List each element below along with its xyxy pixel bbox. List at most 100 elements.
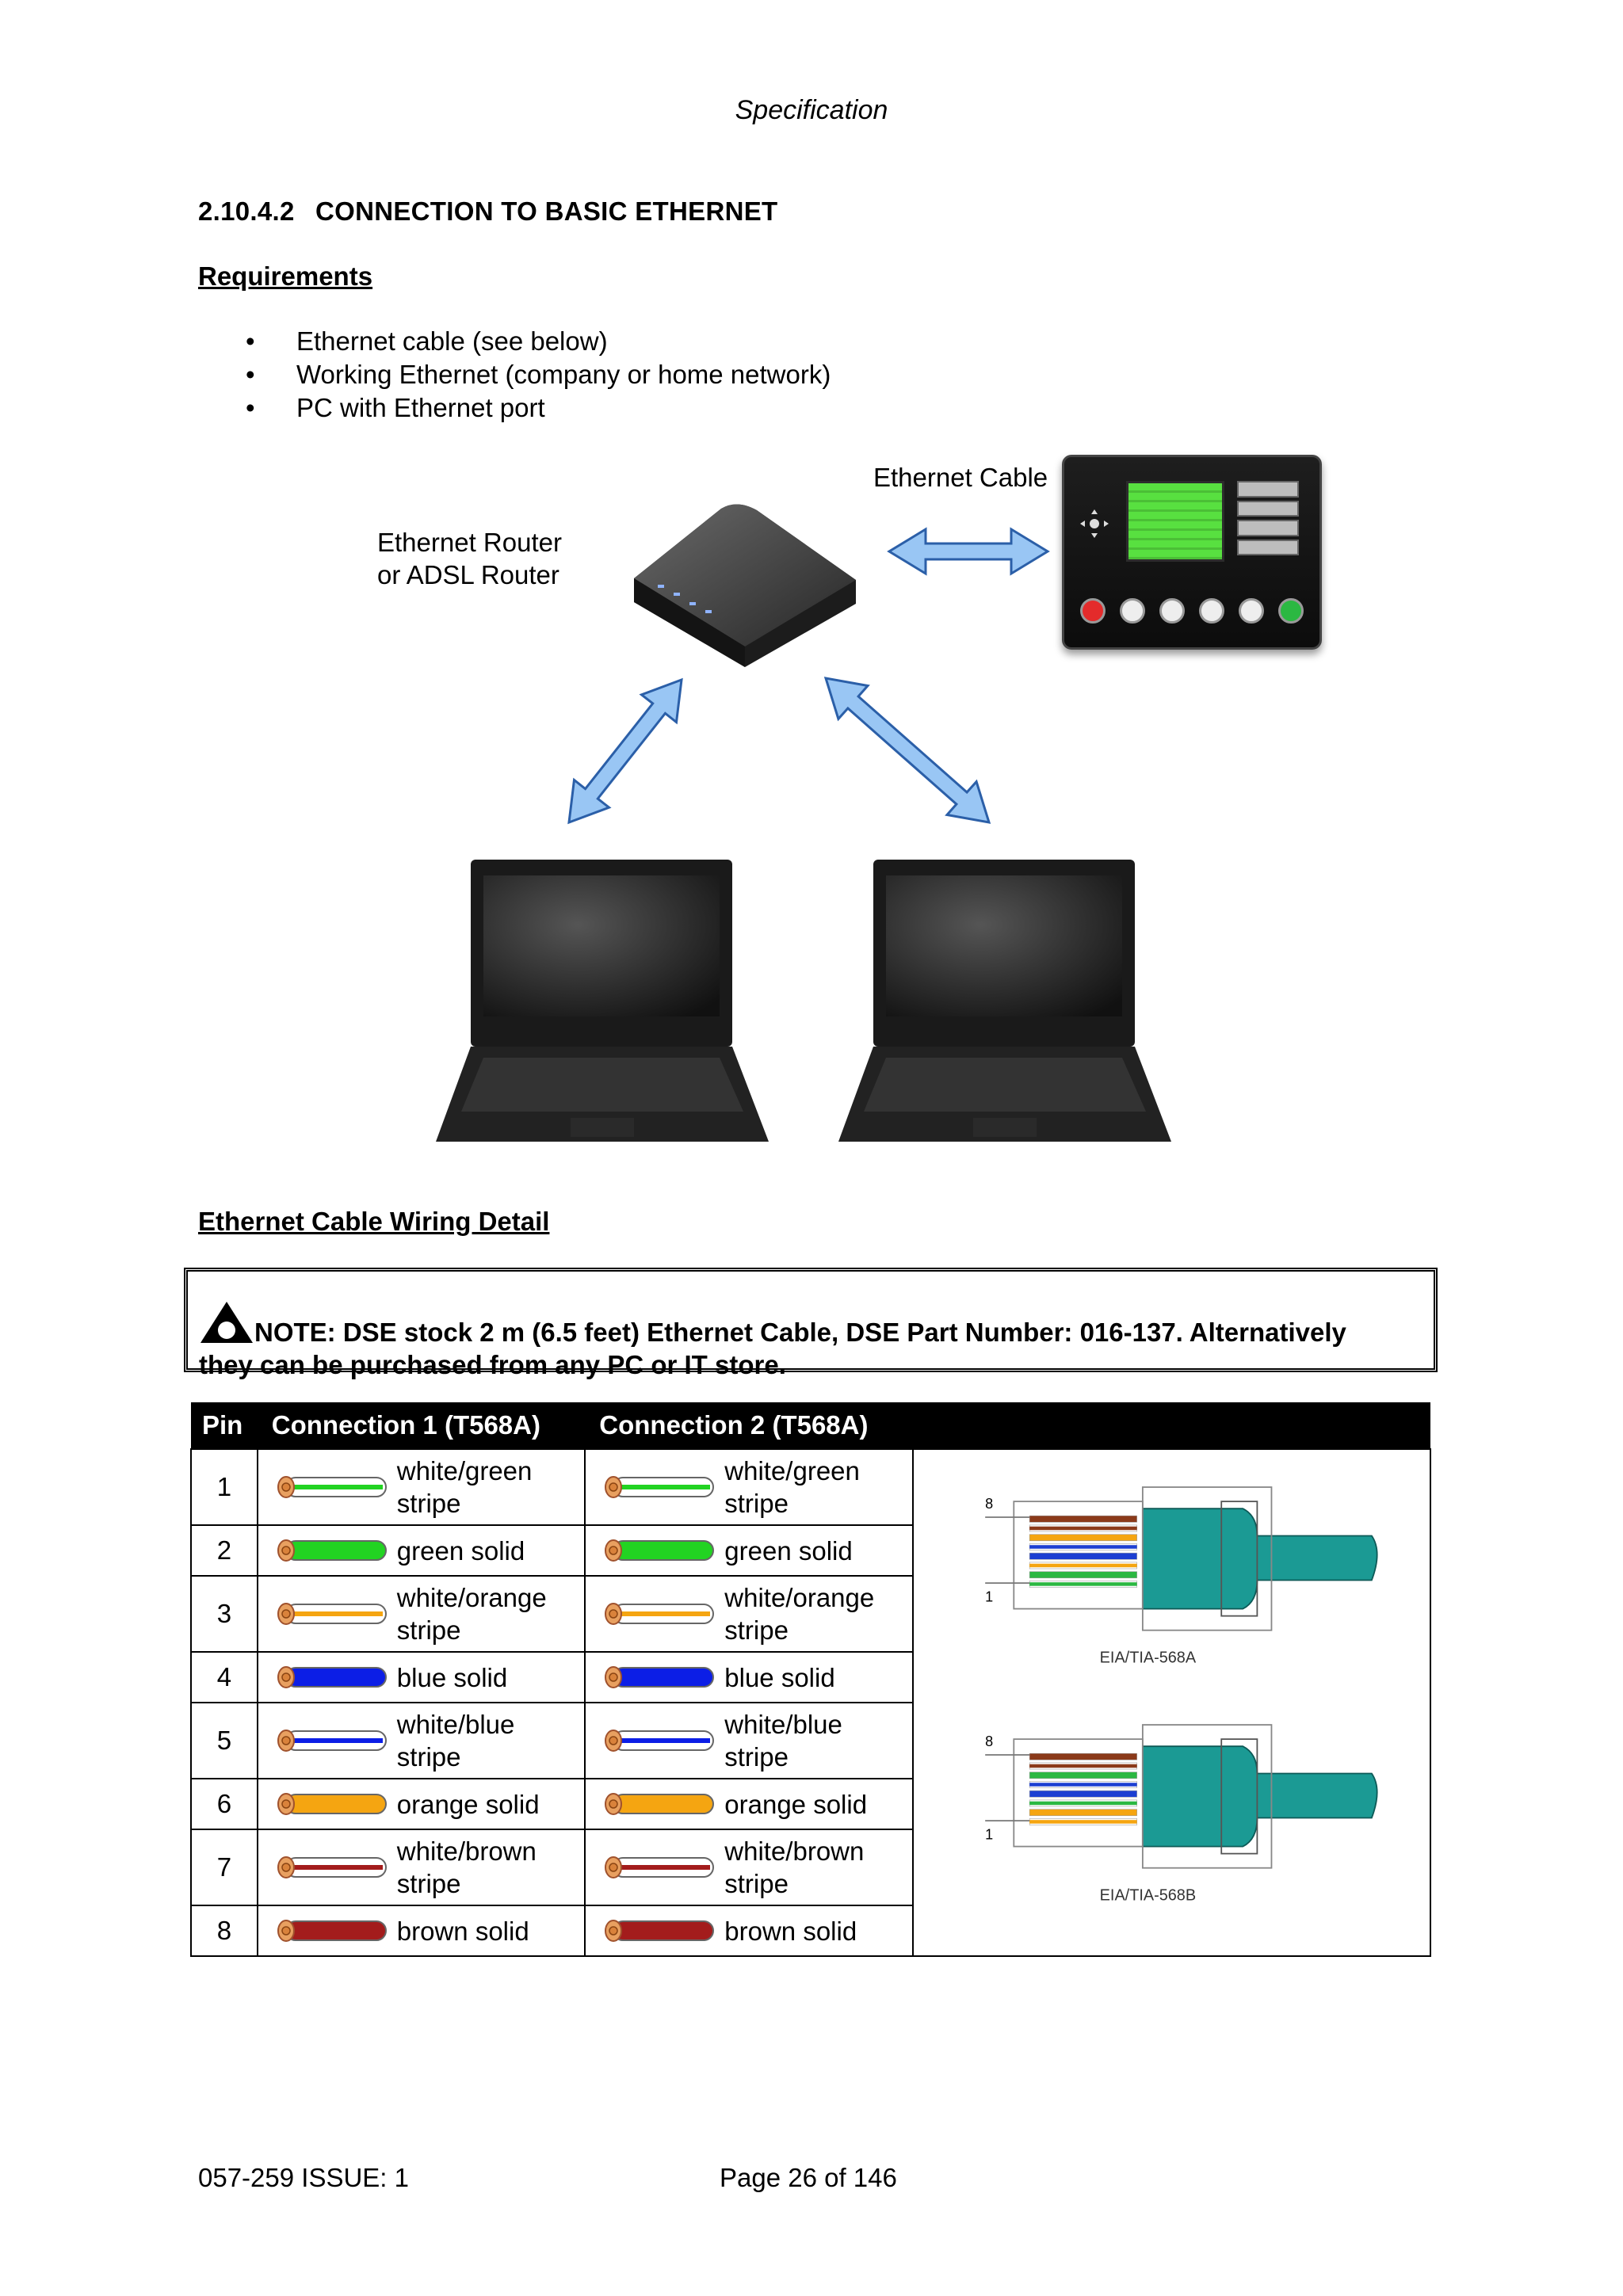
cable-color-icon	[277, 1856, 387, 1878]
list-item: Ethernet cable (see below)	[246, 325, 831, 358]
header-connection-2: Connection 2 (T568A)	[585, 1402, 913, 1449]
pin-number: 1	[190, 1448, 258, 1526]
requirements-heading: Requirements	[198, 261, 373, 291]
pin-number: 6	[190, 1778, 258, 1830]
cable-color-icon	[605, 1920, 715, 1942]
cable-color-icon	[277, 1793, 387, 1815]
pin-number: 5	[190, 1702, 258, 1779]
cable-color-icon	[605, 1666, 715, 1688]
laptop-1-image	[436, 860, 769, 1142]
diagram-caption: EIA/TIA-568B	[1100, 1886, 1196, 1904]
header-image	[912, 1402, 1430, 1449]
pin-low-label: 1	[986, 1827, 994, 1843]
router-label-line2: or ADSL Router	[377, 560, 559, 589]
wire-color-label: orange solid	[724, 1789, 868, 1819]
page-header: Specification	[735, 95, 888, 125]
pin-number: 3	[190, 1575, 258, 1653]
header-pin: Pin	[191, 1402, 258, 1449]
cable-color-icon	[605, 1856, 715, 1878]
arrow-router-laptop-2	[823, 677, 991, 824]
wire-color-label: green solid	[724, 1535, 853, 1566]
connection-1-cell: green solid	[256, 1524, 586, 1577]
note-line2: they can be purchased from any PC or IT …	[199, 1350, 786, 1379]
table-row: 4 blue solid blue solid	[190, 1651, 1430, 1703]
wire-color-label: orange solid	[396, 1789, 540, 1819]
pin-high-label: 8	[986, 1496, 994, 1512]
connection-1-cell: brown solid	[256, 1905, 586, 1957]
cable-color-icon	[277, 1920, 387, 1942]
controller-side-buttons	[1237, 481, 1299, 555]
cable-color-icon	[605, 1539, 715, 1562]
note-line1: NOTE: DSE stock 2 m (6.5 feet) Ethernet …	[254, 1318, 1346, 1347]
wire-color-label: blue solid	[396, 1662, 508, 1692]
section-heading: CONNECTION TO BASIC ETHERNET	[315, 196, 778, 226]
connection-2-cell: blue solid	[584, 1651, 914, 1703]
cable-label: Ethernet Cable	[873, 463, 1048, 492]
cable-color-icon	[277, 1666, 387, 1688]
note-text: NOTE: DSE stock 2 m (6.5 feet) Ethernet …	[199, 1300, 1423, 1381]
wire-color-label: blue solid	[724, 1662, 835, 1692]
wiring-table: Pin Connection 1 (T568A) Connection 2 (T…	[190, 1402, 1432, 1957]
pin-number: 7	[190, 1829, 258, 1906]
footer-doc-id: 057-259 ISSUE: 1	[198, 2163, 409, 2192]
arrow-router-controller	[887, 527, 1050, 576]
laptop-2-image	[838, 860, 1171, 1142]
arrow-router-laptop-1	[567, 677, 683, 825]
connection-arrows	[567, 527, 1050, 825]
requirements-list: Ethernet cable (see below) Working Ether…	[246, 325, 831, 425]
nav-pad-icon	[1080, 509, 1109, 538]
connection-1-cell: blue solid	[256, 1651, 586, 1703]
cable-color-icon	[605, 1793, 715, 1815]
diagram-caption: EIA/TIA-568A	[1100, 1649, 1197, 1666]
cable-color-icon	[277, 1730, 387, 1752]
cable-color-icon	[605, 1730, 715, 1752]
table-row: 6 orange solid orange solid	[190, 1778, 1430, 1830]
list-item: PC with Ethernet port	[246, 391, 831, 425]
pin-number: 8	[190, 1905, 258, 1957]
footer-page: Page 26 of 146	[720, 2163, 897, 2192]
pin-high-label: 8	[986, 1733, 994, 1749]
cable-color-icon	[277, 1476, 387, 1498]
controller-button-row	[1080, 598, 1304, 624]
pin-low-label: 1	[986, 1589, 994, 1605]
section-number: 2.10.4.2	[198, 196, 295, 226]
pin-number: 4	[190, 1651, 258, 1703]
pin-number: 2	[190, 1524, 258, 1577]
cable-color-icon	[277, 1603, 387, 1625]
cable-color-icon	[277, 1539, 387, 1562]
wiring-heading: Ethernet Cable Wiring Detail	[198, 1207, 550, 1236]
connection-1-cell: orange solid	[256, 1778, 586, 1830]
router-label-line1: Ethernet Router	[377, 528, 562, 557]
header-connection-1: Connection 1 (T568A)	[257, 1402, 586, 1449]
section-title: 2.10.4.2 CONNECTION TO BASIC ETHERNET	[198, 196, 777, 227]
router-label: Ethernet Router or ADSL Router	[377, 526, 562, 591]
controller-module-image	[1062, 455, 1322, 650]
wire-color-label: brown solid	[724, 1916, 857, 1946]
connection-2-cell: green solid	[584, 1524, 914, 1577]
wire-color-label: green solid	[396, 1535, 525, 1566]
list-item: Working Ethernet (company or home networ…	[246, 358, 831, 391]
note-box: NOTE: DSE stock 2 m (6.5 feet) Ethernet …	[184, 1268, 1438, 1379]
